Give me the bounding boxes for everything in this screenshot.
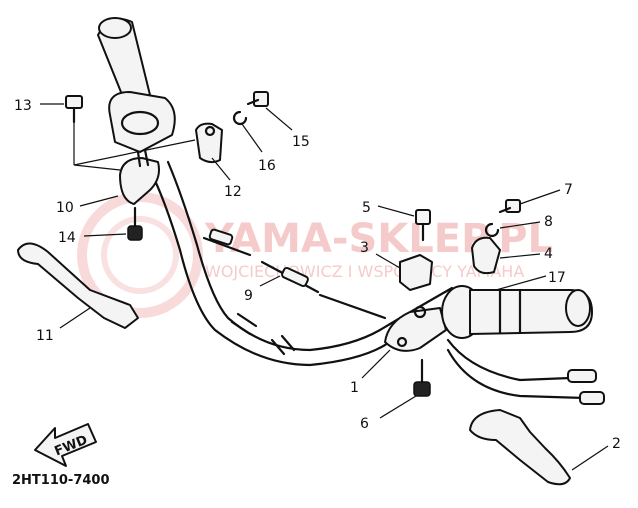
callout-9: 9: [244, 288, 253, 304]
callout-11: 11: [36, 328, 54, 344]
callout-12: 12: [224, 184, 242, 200]
part-9-cable: [202, 228, 387, 320]
part-7-screw: [498, 199, 521, 214]
part-1-holder: [384, 305, 447, 352]
part-11-lever: [17, 242, 139, 329]
throttle-grip: [97, 17, 176, 153]
callout-16: 16: [258, 158, 276, 174]
callout-4: 4: [544, 246, 553, 262]
callout-8: 8: [544, 214, 553, 230]
callout-15: 15: [292, 134, 310, 150]
part-5-bolt: [415, 209, 431, 242]
callout-2: 2: [612, 436, 621, 452]
part-6-nut: [413, 358, 431, 397]
part-13-bolt: [65, 95, 83, 124]
part-2-lever: [469, 409, 571, 486]
callout-17: 17: [548, 270, 566, 286]
callout-3: 3: [360, 240, 369, 256]
diagram-code: 2HT110-7400: [12, 473, 110, 488]
part-16-washer: [232, 110, 248, 126]
switch-wires: [446, 338, 605, 405]
part-10-holder: [119, 148, 160, 205]
part-4-clamp: [471, 236, 501, 275]
part-3-switch: [399, 254, 433, 291]
fwd-arrow: FWD: [34, 423, 97, 467]
callout-5: 5: [362, 200, 371, 216]
part-15-screw: [246, 91, 269, 107]
leader-lines: [40, 103, 609, 471]
part-12-clamp: [195, 122, 223, 164]
callout-14: 14: [58, 230, 76, 246]
callout-13: 13: [14, 98, 32, 114]
part-8-washer: [484, 222, 500, 238]
callout-7: 7: [564, 182, 573, 198]
callout-6: 6: [360, 416, 369, 432]
part-17-grip: [441, 285, 593, 339]
part-14-nut: [127, 206, 143, 241]
callout-1: 1: [350, 380, 359, 396]
watermark-logo-inner: [101, 216, 179, 294]
callout-labels: 13 10 14 11 12 16 15 9 5 3 4 8 7 17 1 6 …: [14, 98, 621, 452]
callout-10: 10: [56, 200, 74, 216]
